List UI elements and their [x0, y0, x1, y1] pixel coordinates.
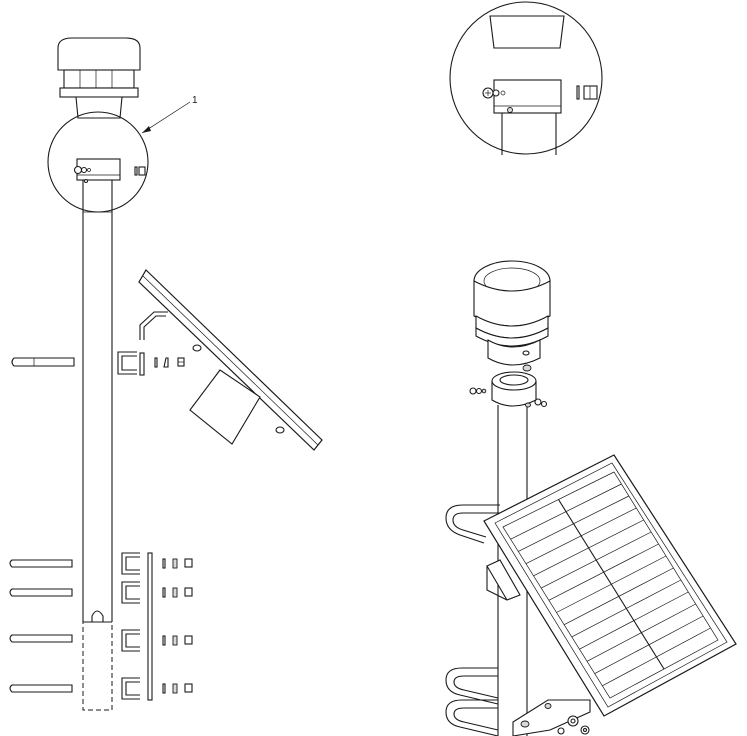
cell-column-divider	[558, 499, 665, 670]
solar-panel-side-view	[138, 269, 323, 451]
mounting-collar	[469, 364, 548, 408]
assembled-u-bolt-upper	[445, 504, 500, 544]
panel-bracket	[486, 559, 521, 601]
solar-cell-grid	[510, 483, 711, 687]
callout-1: 1	[141, 95, 198, 134]
assembled-u-bolts-lower	[445, 667, 499, 736]
u-bolt-set-lower	[9, 552, 193, 701]
callout-label: 1	[192, 95, 198, 106]
u-bolt-upper	[11, 351, 185, 376]
assembled-sensor-head	[473, 260, 551, 366]
mounting-pole	[82, 180, 113, 711]
solar-panel	[483, 454, 737, 717]
weather-sensor-head	[57, 37, 141, 119]
detail-circle-small	[47, 111, 149, 213]
detail-view	[449, 1, 603, 155]
exploded-assembly-view: 1	[9, 37, 323, 711]
assembled-perspective-view	[445, 260, 737, 736]
panel-mount-hardware	[512, 699, 591, 736]
